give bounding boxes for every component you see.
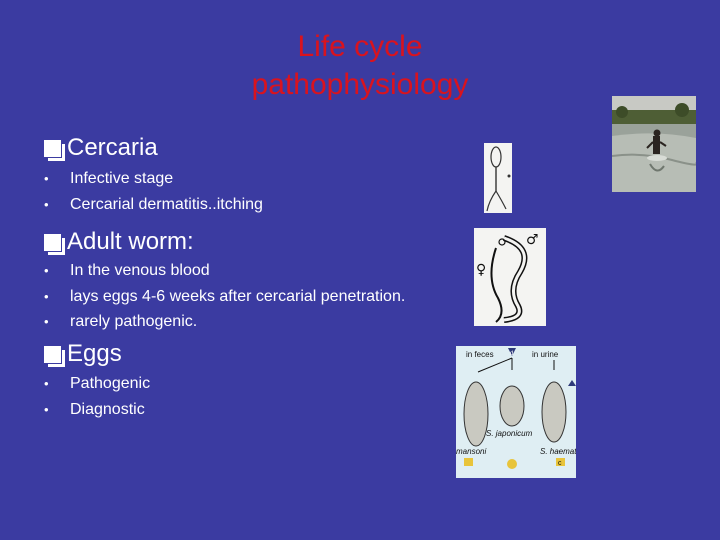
list-item: rarely pathogenic. [44, 309, 405, 335]
list-item: Infective stage [44, 166, 263, 192]
label-in-urine: in urine [532, 350, 559, 359]
section-heading-adult-worm: Adult worm: [44, 228, 194, 256]
title-line-1: Life cycle [297, 30, 423, 63]
title-line-2: pathophysiology [251, 68, 469, 101]
marker-c: c [558, 460, 562, 467]
checkbox-bullet-icon [44, 345, 65, 367]
label-s-haematobium: S. haematob [540, 447, 576, 456]
cercaria-drawing [484, 143, 512, 213]
female-symbol-icon: ♀ [476, 262, 486, 278]
heading-text: Adult worm: [67, 228, 194, 255]
section-heading-cercaria: Cercaria [44, 134, 158, 162]
heading-text: Eggs [67, 340, 122, 367]
male-symbol-icon: ♂ [526, 232, 539, 248]
egg-types-figure: in feces in urine d S. japonicum mansoni… [456, 346, 576, 478]
section-heading-eggs: Eggs [44, 340, 122, 368]
list-item: Diagnostic [44, 397, 150, 423]
bullet-list-cercaria: Infective stage Cercarial dermatitis..it… [44, 166, 263, 217]
label-s-japonicum: S. japonicum [486, 429, 533, 438]
label-mansoni: mansoni [456, 447, 486, 456]
list-item: Cercarial dermatitis..itching [44, 192, 263, 218]
wading-photo [612, 96, 696, 192]
checkbox-bullet-icon [44, 233, 65, 255]
slide-title: Life cycle pathophysiology [200, 28, 520, 104]
marker-d: d [510, 351, 513, 357]
bullet-list-eggs: Pathogenic Diagnostic [44, 371, 150, 422]
list-item: In the venous blood [44, 258, 405, 284]
bullet-list-adult-worm: In the venous blood lays eggs 4-6 weeks … [44, 258, 405, 335]
label-in-feces: in feces [466, 350, 494, 359]
adult-worm-drawing: ♂ ♀ [474, 228, 546, 326]
checkbox-bullet-icon [44, 139, 65, 161]
list-item: Pathogenic [44, 371, 150, 397]
heading-text: Cercaria [67, 134, 158, 161]
list-item: lays eggs 4-6 weeks after cercarial pene… [44, 284, 405, 310]
